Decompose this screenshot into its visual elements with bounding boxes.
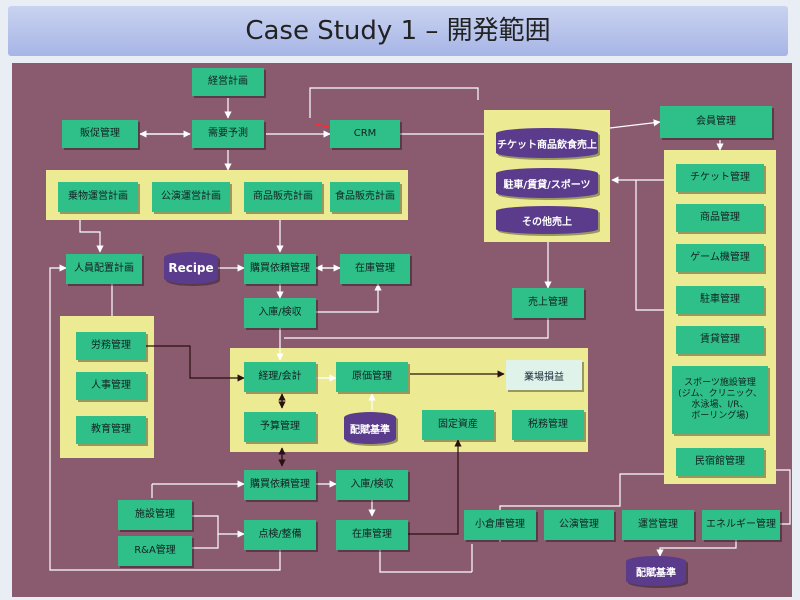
node-game: ゲーム機管理 bbox=[676, 244, 764, 272]
node-koen-keikaku: 公演運営計画 bbox=[152, 182, 230, 212]
node-haifu2: 配賦基準 bbox=[626, 556, 686, 586]
node-ra: R&A管理 bbox=[118, 536, 192, 566]
node-jinin: 人員配置計画 bbox=[66, 254, 142, 284]
node-kyoiku: 教育管理 bbox=[76, 416, 146, 444]
node-zeimu: 税務管理 bbox=[512, 410, 584, 440]
node-tenken: 点検/整備 bbox=[244, 520, 316, 550]
node-haifu1: 配賦基準 bbox=[344, 412, 396, 444]
title-bar: Case Study 1 – 開発範囲 bbox=[8, 6, 788, 56]
node-gyoseki: 業場損益 bbox=[506, 360, 582, 390]
node-minshuku: 民宿館管理 bbox=[676, 448, 764, 476]
node-sonota: その他売上 bbox=[496, 206, 598, 234]
node-ticket-shohin: チケット商品飲食売上 bbox=[496, 128, 598, 158]
node-kotei: 固定資産 bbox=[422, 410, 494, 440]
node-zaiko2: 在庫管理 bbox=[336, 520, 408, 550]
node-yosan: 予算管理 bbox=[244, 412, 316, 442]
node-kobai1: 購買依頼管理 bbox=[244, 254, 316, 284]
node-koen-kanri: 公演管理 bbox=[544, 510, 614, 540]
node-nyuko1: 入庫/検収 bbox=[244, 298, 316, 328]
node-jyobutsu: 乗物運営計画 bbox=[58, 182, 138, 212]
node-shokuhin-hanbai: 食品販売計画 bbox=[330, 182, 400, 212]
node-kobai2: 購買依頼管理 bbox=[244, 470, 316, 500]
node-recipe: Recipe bbox=[164, 252, 218, 284]
node-kaiin: 会員管理 bbox=[660, 106, 772, 138]
node-shisetsu: 施設管理 bbox=[118, 500, 192, 530]
node-uriage: 売上管理 bbox=[512, 288, 584, 318]
node-keiri: 経理/会計 bbox=[244, 362, 316, 392]
node-uneikanri: 運営管理 bbox=[622, 510, 694, 540]
node-chintai: 賃貸管理 bbox=[676, 326, 764, 354]
node-chusha-kanri: 駐車管理 bbox=[676, 286, 764, 314]
node-genka: 原価管理 bbox=[336, 362, 408, 392]
slide-title: Case Study 1 – 開発範囲 bbox=[245, 16, 551, 46]
node-crm: CRM bbox=[330, 120, 400, 148]
node-ticket-kanri: チケット管理 bbox=[676, 164, 764, 192]
node-zaiko1: 在庫管理 bbox=[340, 254, 410, 284]
node-chusha-sport: 駐車/賃貸/スポーツ bbox=[496, 168, 598, 198]
node-shohin-hanbai: 商品販売計画 bbox=[244, 182, 322, 212]
node-kosoko: 小倉庫管理 bbox=[464, 510, 536, 540]
node-keiei: 経営計画 bbox=[192, 68, 264, 96]
node-shohin-kanri: 商品管理 bbox=[676, 204, 764, 232]
node-jinji: 人事管理 bbox=[76, 372, 146, 400]
node-hansoku: 販促管理 bbox=[62, 120, 138, 148]
node-juyo: 需要予測 bbox=[192, 120, 264, 148]
node-nyuko2: 入庫/検収 bbox=[336, 470, 408, 500]
node-romu: 労務管理 bbox=[76, 332, 146, 360]
node-energy: エネルギー管理 bbox=[702, 510, 780, 540]
node-sports: スポーツ施設管理 (ジム、クリニック、 水泳場、I/R、 ボーリング場) bbox=[672, 366, 768, 434]
